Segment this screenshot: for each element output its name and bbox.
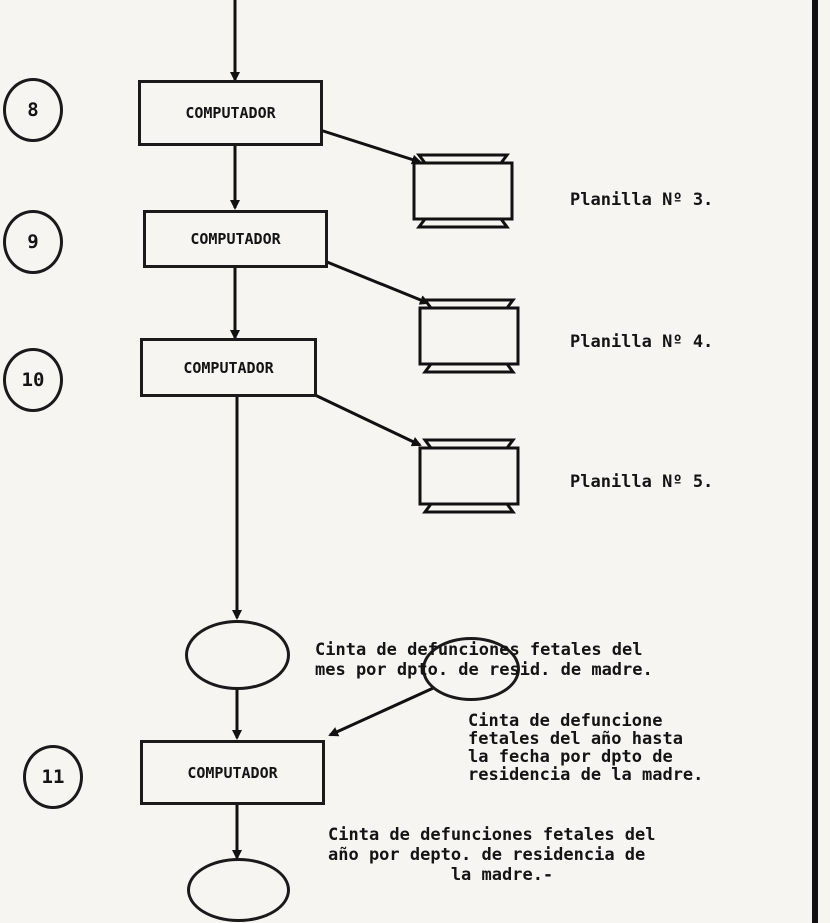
- step-number-11: 11: [23, 745, 83, 809]
- arrow-to-planilla-4: [326, 260, 430, 305]
- step-number-10: 10: [3, 348, 63, 412]
- step-number-9: 9: [3, 210, 63, 274]
- year-tape-caption: Cinta de defunciones fetales del año por…: [328, 825, 656, 885]
- monthly-tape-symbol: [185, 620, 290, 690]
- output-document-4: [418, 298, 520, 374]
- output-document-3: [412, 153, 514, 229]
- process-box-11: COMPUTADOR: [140, 740, 325, 805]
- ytd-tape-caption: Cinta de defuncione fetales del año hast…: [468, 711, 704, 785]
- process-box-8: COMPUTADOR: [138, 80, 323, 146]
- arrow-ytd-tape-to-process-11: [328, 683, 441, 737]
- planilla-5-label: Planilla Nº 5.: [570, 472, 714, 492]
- page-edge-rule: [812, 0, 818, 923]
- planilla-3-label: Planilla Nº 3.: [570, 190, 714, 210]
- process-box-9: COMPUTADOR: [143, 210, 328, 268]
- monthly-tape-caption: Cinta de defunciones fetales del mes por…: [315, 640, 653, 680]
- ytd-tape-symbol: [422, 637, 520, 701]
- planilla-4-label: Planilla Nº 4.: [570, 332, 714, 352]
- process-box-10: COMPUTADOR: [140, 338, 317, 397]
- arrow-to-planilla-5: [314, 393, 422, 447]
- output-document-5: [418, 438, 520, 514]
- arrow-to-planilla-3: [319, 128, 422, 165]
- step-number-8: 8: [3, 78, 63, 142]
- year-tape-symbol: [187, 858, 290, 922]
